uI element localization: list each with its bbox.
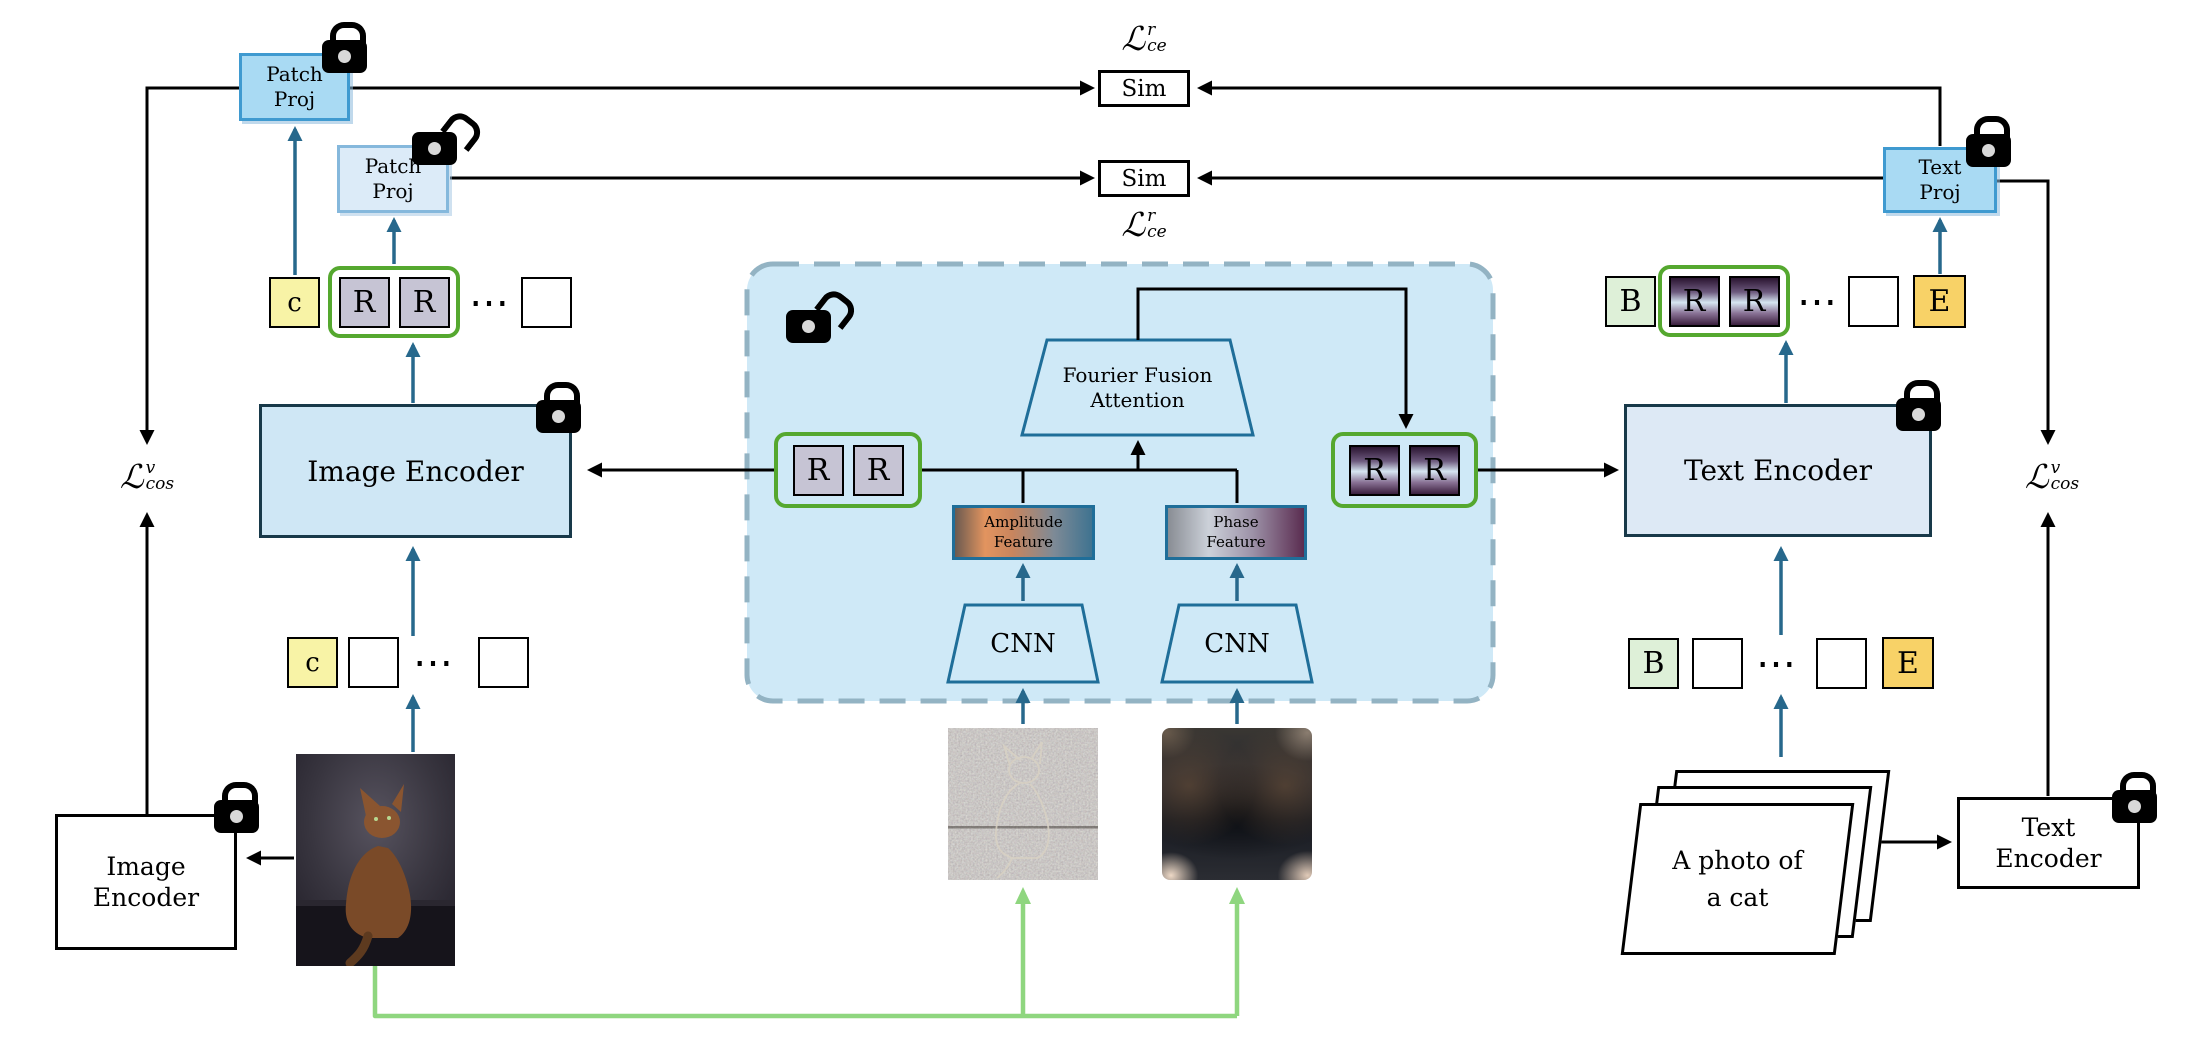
green-wires (372, 887, 1245, 1019)
ellipsis: ⋯ (413, 639, 455, 686)
sim-box-register: Sim (1098, 160, 1190, 197)
loss-sub: ce (1147, 36, 1167, 56)
loss-sub: ce (1147, 222, 1167, 242)
begin-token: B (1628, 638, 1679, 689)
text-token-empty (1816, 638, 1867, 689)
ellipsis: ⋯ (1797, 278, 1839, 325)
register-token: R (398, 276, 450, 328)
text-encoder-teacher-box: Text Encoder (1957, 797, 2140, 889)
loss-symbol: ℒ (1121, 18, 1146, 58)
register-token: R (792, 444, 844, 496)
wire-textproj-to-sim1 (1197, 80, 1942, 146)
loss-symbol: ℒ (1121, 204, 1146, 244)
begin-token: B (1605, 276, 1656, 327)
cnn-amplitude-label: CNN (990, 629, 1056, 659)
amplitude-image (948, 728, 1098, 880)
register-token-fused: R (1349, 444, 1400, 496)
image-encoder-teacher-box: Image Encoder (55, 814, 237, 950)
patch-token-empty (478, 637, 529, 688)
caption-card-front: A photo of a cat (1620, 803, 1855, 955)
register-token-fused: R (1409, 444, 1460, 496)
register-token: R (338, 276, 390, 328)
text-encoder-trainable-box: Text Encoder (1624, 404, 1932, 537)
register-group-text: R R (1658, 265, 1790, 337)
lock-closed-icon (1896, 380, 1942, 432)
end-token: E (1882, 637, 1934, 689)
register-group-vision: R R (328, 266, 460, 338)
lock-closed-icon (214, 782, 260, 834)
loss-sup: r (1147, 206, 1156, 226)
cat-image (296, 754, 455, 968)
ellipsis: ⋯ (1756, 640, 1798, 687)
wire-patchproj1-to-lcos-left (139, 86, 239, 445)
register-token: R (852, 444, 904, 496)
lock-open-icon (786, 285, 860, 344)
lock-closed-icon (536, 382, 582, 434)
loss-symbol: ℒ (2024, 456, 2049, 496)
phase-image (1162, 728, 1312, 880)
wire-cat-frequency-bus (372, 966, 1237, 1019)
loss-sup: r (1147, 20, 1156, 40)
register-group-module-left: R R (774, 432, 922, 508)
loss-sub: cos (145, 474, 175, 494)
fourier-fusion-attention-label: Fourier Fusion Attention (1062, 363, 1213, 412)
loss-sup: v (2050, 458, 2061, 478)
sim-box-class: Sim (1098, 70, 1190, 107)
loss-sup: v (145, 458, 156, 478)
lock-closed-icon (2112, 772, 2158, 824)
text-token-empty (1848, 276, 1899, 327)
phase-feature-box: Phase Feature (1165, 505, 1307, 560)
cnn-phase-label: CNN (1204, 629, 1270, 659)
loss-sub: cos (2050, 474, 2080, 494)
lock-closed-icon (1966, 116, 2012, 168)
register-group-module-right: R R (1331, 432, 1478, 508)
patch-proj-trainable-box: Patch Proj (337, 145, 449, 213)
register-token-fused: R (1668, 275, 1720, 327)
ellipsis: ⋯ (469, 279, 511, 326)
caption-card-stack: A photo of a cat (1620, 770, 1900, 970)
lock-open-icon (412, 107, 486, 166)
class-token: c (269, 277, 320, 328)
class-token: c (287, 637, 338, 688)
lock-closed-icon (322, 22, 368, 74)
image-encoder-trainable-box: Image Encoder (259, 404, 572, 538)
patch-token-empty (521, 277, 572, 328)
loss-symbol: ℒ (119, 456, 144, 496)
end-token: E (1913, 275, 1966, 328)
amplitude-feature-box: Amplitude Feature (952, 505, 1095, 560)
wire-textproj-to-lcos-right (1997, 179, 2056, 445)
caption-text: A photo of a cat (1672, 845, 1803, 913)
patch-token-empty (348, 637, 399, 688)
text-token-empty (1692, 638, 1743, 689)
register-token-fused: R (1728, 275, 1780, 327)
